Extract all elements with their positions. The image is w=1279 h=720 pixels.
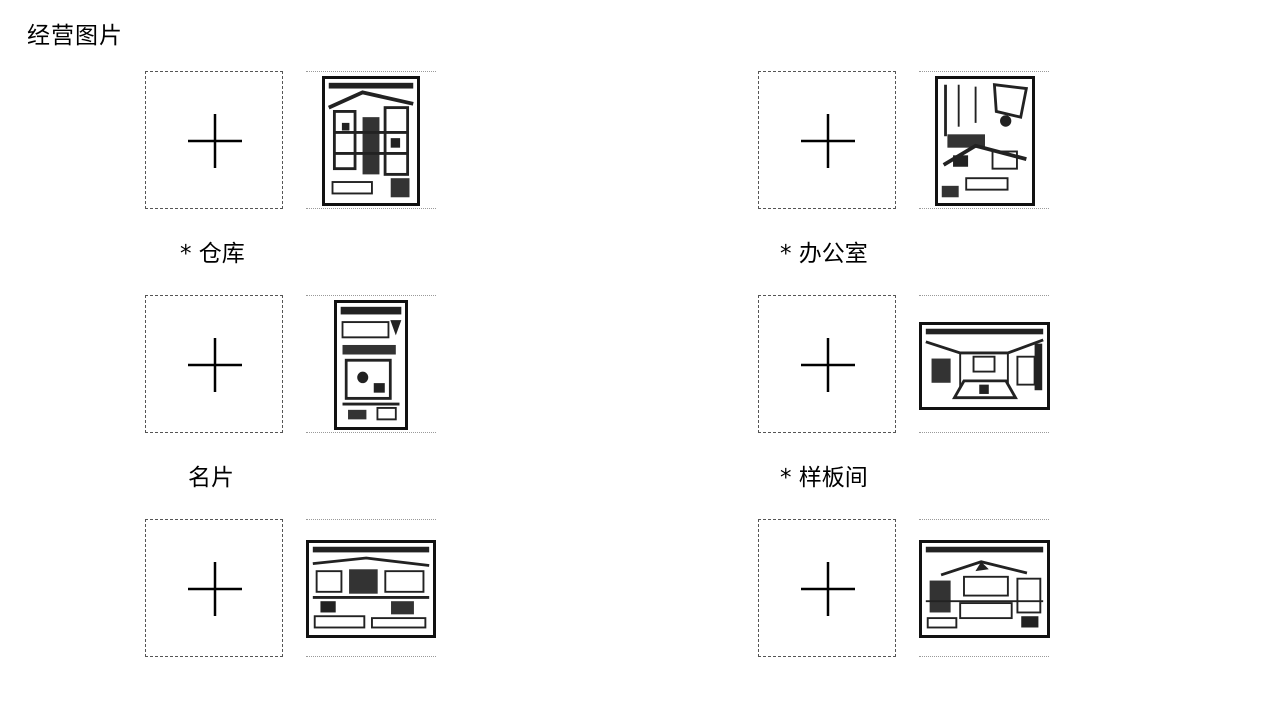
upload-box-showroom[interactable] [758, 295, 896, 433]
plus-icon [188, 338, 242, 392]
field-label-showroom: * 样板间 [780, 465, 868, 491]
upload-box-office[interactable] [758, 71, 896, 209]
upload-box-warehouse[interactable] [145, 71, 283, 209]
plus-icon [188, 562, 242, 616]
sample-image-extra-right [919, 540, 1050, 638]
sample-image-warehouse [322, 76, 420, 206]
plus-icon [188, 114, 242, 168]
plus-icon [801, 562, 855, 616]
sample-frame-extra-left [306, 519, 436, 657]
sample-frame-showroom [919, 295, 1050, 433]
sample-frame-extra-right [919, 519, 1050, 657]
plus-icon [801, 114, 855, 168]
field-label-warehouse: * 仓库 [180, 241, 245, 267]
sample-frame-warehouse [306, 71, 436, 209]
sample-image-business-card [334, 300, 408, 430]
field-label-business-card: 名片 [188, 465, 234, 491]
sample-frame-office [919, 71, 1049, 209]
page-title: 经营图片 [27, 23, 123, 49]
sample-image-showroom [919, 322, 1050, 410]
sample-frame-business-card [306, 295, 436, 433]
sample-image-office [935, 76, 1035, 206]
upload-box-extra-left[interactable] [145, 519, 283, 657]
sample-image-extra-left [306, 540, 436, 638]
upload-box-business-card[interactable] [145, 295, 283, 433]
plus-icon [801, 338, 855, 392]
field-label-office: * 办公室 [780, 241, 868, 267]
upload-box-extra-right[interactable] [758, 519, 896, 657]
